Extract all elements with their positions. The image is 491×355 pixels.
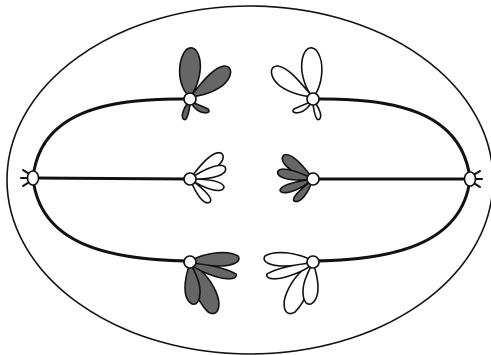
left-pole [21, 170, 39, 186]
centromere [184, 173, 196, 185]
spindle-fiber-top-right [313, 99, 470, 179]
chromatid-top-left [180, 48, 231, 120]
centromere [307, 173, 319, 185]
chromatid-middle-left [184, 153, 226, 203]
right-centriole [465, 172, 476, 186]
spindle-fiber-bottom-right [313, 179, 470, 261]
spindle-fiber-top-left [33, 99, 190, 178]
spindle-fiber-bottom-left [33, 178, 190, 261]
spindle-fiber-mid-left [33, 178, 190, 179]
centromere [307, 93, 319, 105]
chromatid-bottom-right [264, 253, 319, 314]
spindle-fibers [33, 99, 470, 261]
left-centriole [28, 171, 39, 185]
centromere [184, 93, 196, 105]
centromere [307, 256, 319, 268]
centromere [184, 256, 196, 268]
chromatid-bottom-left [184, 253, 239, 314]
right-pole [465, 171, 483, 187]
chromatid-middle-right [278, 155, 319, 202]
chromatid-top-right [271, 48, 321, 120]
